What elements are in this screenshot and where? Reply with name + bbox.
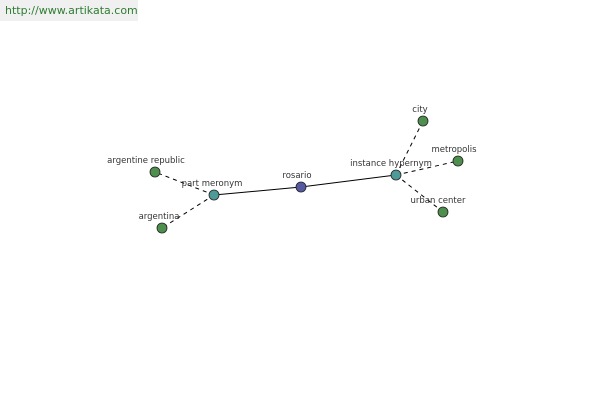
edge-rosario-part-meronym: [213, 186, 302, 196]
relation-label-instance-hypernym: instance hypernym: [350, 159, 432, 169]
leaf-node-city[interactable]: [417, 115, 429, 127]
center-label-rosario: rosario: [282, 171, 311, 181]
leaf-label-argentina: argentina: [139, 212, 180, 222]
leaf-label-city: city: [412, 105, 427, 115]
leaf-node-urban-center[interactable]: [437, 206, 449, 218]
leaf-node-metropolis[interactable]: [452, 155, 464, 167]
edge-instance-hypernym-city: [395, 120, 424, 176]
leaf-node-argentine-republic[interactable]: [149, 166, 161, 178]
leaf-label-urban-center: urban center: [411, 196, 466, 206]
leaf-label-argentine-republic: argentine republic: [107, 156, 185, 166]
edge-instance-hypernym-metropolis: [395, 160, 459, 176]
edge-instance-hypernym-urban-center: [395, 174, 444, 213]
center-node-rosario[interactable]: [295, 181, 307, 193]
relation-label-part-meronym: part meronym: [182, 179, 243, 189]
relation-node-part-meronym[interactable]: [208, 189, 220, 201]
source-link-bar: http://www.artikata.com: [0, 0, 138, 21]
edge-part-meronym-argentina: [161, 194, 215, 229]
source-link[interactable]: http://www.artikata.com: [5, 4, 138, 17]
edge-rosario-instance-hypernym: [300, 174, 397, 188]
leaf-label-metropolis: metropolis: [431, 145, 477, 155]
relation-node-instance-hypernym[interactable]: [390, 169, 402, 181]
leaf-node-argentina[interactable]: [156, 222, 168, 234]
edge-part-meronym-argentine-republic: [154, 171, 215, 196]
